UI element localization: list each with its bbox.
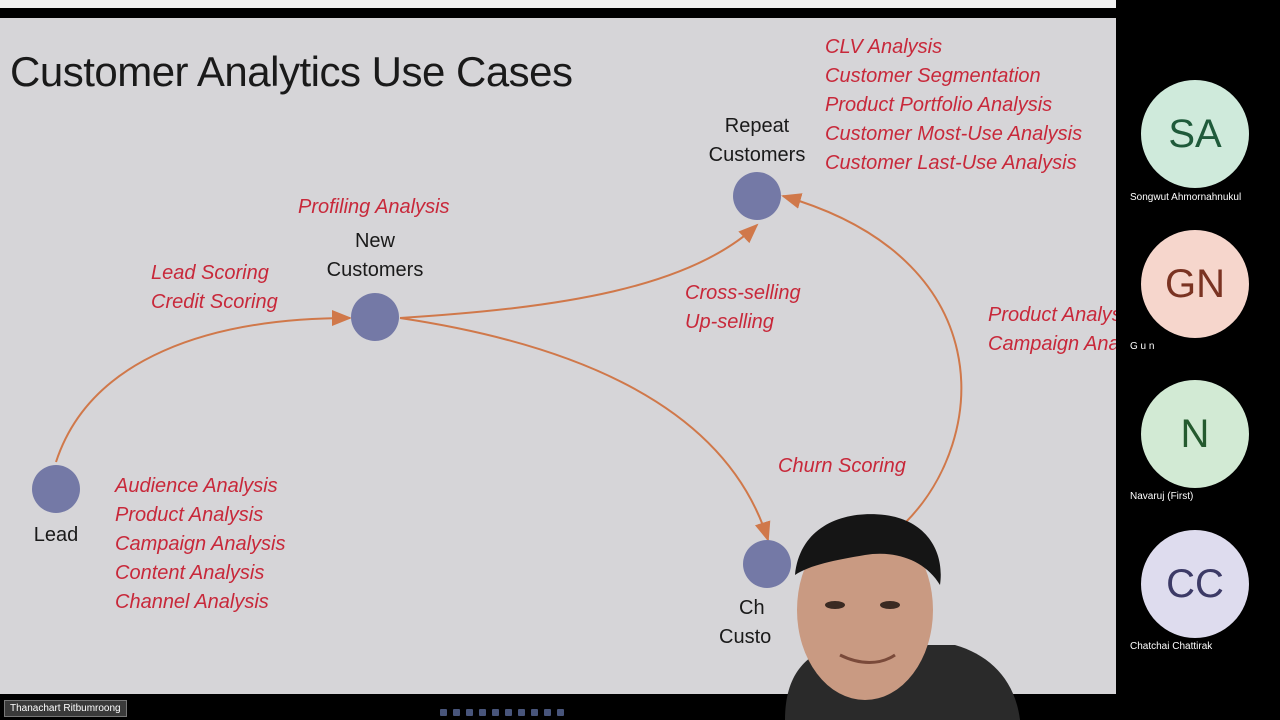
participant-avatar: GN: [1141, 230, 1249, 338]
taskbar-icon: [557, 708, 564, 716]
arrow-new-to-repeat: [399, 223, 759, 319]
lead-scoring-label: Lead Scoring: [151, 262, 269, 284]
participant-avatar: CC: [1141, 530, 1249, 638]
taskbar-icon: [492, 708, 499, 716]
taskbar-icon: [466, 708, 473, 716]
participants-sidebar: SA Songwut Ahmornahnukul GN G u n N Nava…: [1116, 0, 1280, 720]
arrow-lead-to-new: [55, 310, 352, 463]
customer-journey-diagram: [32, 172, 963, 588]
taskbar-icon: [531, 708, 538, 716]
node-repeat-customers: [733, 172, 781, 220]
taskbar-icon: [479, 708, 486, 716]
label-churn-customers: Ch Custo: [719, 597, 772, 648]
participant-name: G u n: [1130, 341, 1155, 352]
label-lead: Lead: [33, 524, 79, 546]
node-churn-customers: [743, 540, 791, 588]
node-lead: [32, 465, 80, 513]
taskbar-icon: [505, 708, 512, 716]
slide-title: Customer Analytics Use Cases: [10, 48, 573, 95]
presenter-video-overlay: [785, 514, 1020, 720]
presenter-name-tag: Thanachart Ritbumroong: [4, 700, 127, 717]
arrow-churn-to-repeat: [781, 193, 963, 524]
presentation-slide: Customer Analytics Use Cases Lead New C: [0, 18, 1116, 694]
return-analysis-list: Product Analys Campaign Ana: [988, 304, 1116, 355]
label-new-customers: New Customers: [326, 230, 424, 281]
churn-scoring-label: Churn Scoring: [778, 455, 906, 477]
participant-name: Navaruj (First): [1130, 491, 1194, 502]
lead-analysis-list: Audience Analysis Product Analysis Campa…: [115, 475, 286, 613]
taskbar-icon: [544, 708, 551, 716]
profiling-analysis-label: Profiling Analysis: [298, 196, 450, 218]
participant-avatar: SA: [1141, 80, 1249, 188]
credit-scoring-label: Credit Scoring: [151, 291, 278, 313]
participant-name: Chatchai Chattirak: [1130, 641, 1213, 652]
arrow-new-to-churn: [399, 317, 771, 542]
participant-avatar: N: [1141, 380, 1249, 488]
taskbar-icon: [440, 708, 447, 716]
taskbar-strip: [440, 706, 680, 718]
cross-selling-label: Cross-selling: [685, 282, 801, 304]
repeat-analysis-list: CLV Analysis Customer Segmentation Produ…: [825, 36, 1083, 174]
participant-name: Songwut Ahmornahnukul: [1130, 192, 1242, 203]
taskbar-icon: [518, 708, 525, 716]
shared-screen: Customer Analytics Use Cases Lead New C: [0, 0, 1116, 720]
label-repeat-customers: Repeat Customers: [708, 115, 806, 166]
slide-top-bar: [0, 0, 1116, 8]
up-selling-label: Up-selling: [685, 311, 774, 333]
node-new-customers: [351, 293, 399, 341]
taskbar-icon: [453, 708, 460, 716]
